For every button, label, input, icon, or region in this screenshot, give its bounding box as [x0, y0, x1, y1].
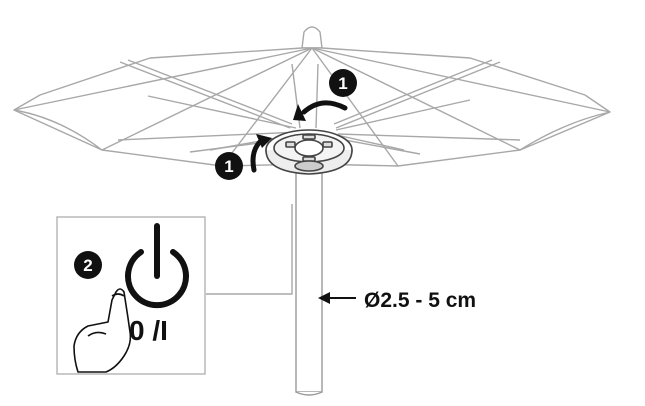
step-number: 1 [224, 157, 233, 176]
step-number: 2 [83, 256, 92, 275]
power-icon [125, 223, 189, 309]
step-badge-1-lower: 1 [215, 152, 243, 180]
finger-press-icon [73, 288, 132, 373]
rotate-arrow-upper [293, 100, 348, 121]
umbrella-pole [295, 169, 323, 396]
power-callout-box: 2 0 /I [56, 216, 206, 375]
diameter-label: Ø2.5 - 5 cm [364, 289, 476, 312]
rotate-arrow-lower [250, 134, 272, 173]
umbrella-canopy [13, 26, 611, 167]
light-ring-unit [265, 129, 353, 175]
step-badge-1-upper: 1 [329, 69, 357, 97]
step-number: 1 [338, 74, 347, 93]
diameter-indicator: Ø2.5 - 5 cm [318, 289, 476, 312]
switch-label: 0 /I [129, 315, 168, 346]
callout-leader [206, 204, 293, 295]
